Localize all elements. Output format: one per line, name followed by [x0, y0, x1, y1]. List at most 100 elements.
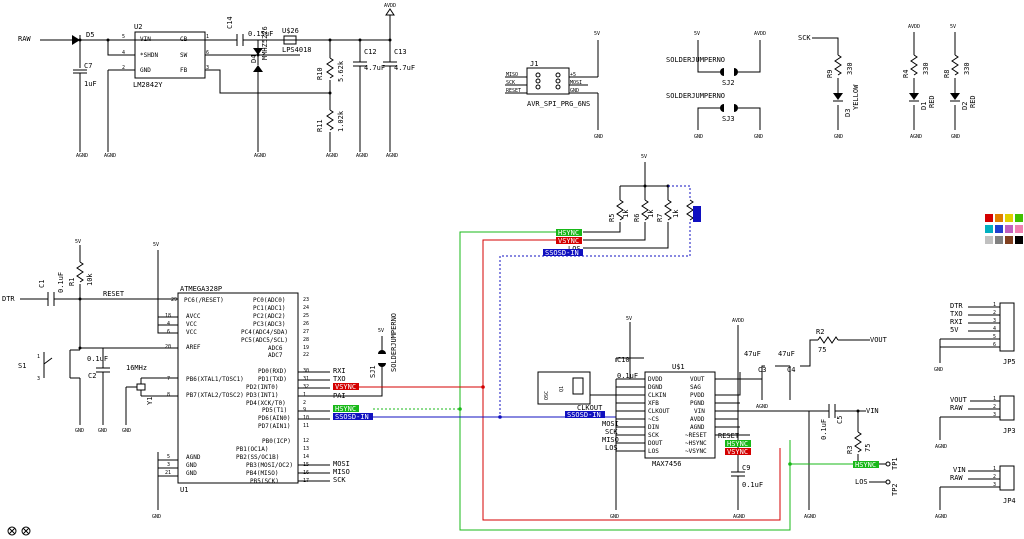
svg-text:C9: C9: [742, 464, 750, 472]
svg-text:2: 2: [993, 404, 996, 410]
svg-text:2: 2: [303, 400, 306, 406]
svg-text:DVDD: DVDD: [648, 376, 663, 383]
svg-text:VIN: VIN: [866, 407, 879, 415]
connector-jp5: [999, 302, 1015, 352]
svg-text:AGND: AGND: [935, 444, 947, 450]
svg-text:SW: SW: [180, 52, 188, 59]
svg-text:75: 75: [818, 346, 826, 354]
svg-text:47uF: 47uF: [744, 350, 761, 358]
svg-text:26: 26: [303, 321, 309, 327]
svg-text:MOSI: MOSI: [602, 420, 619, 428]
svg-text:SSOSD-IN: SSOSD-IN: [335, 413, 369, 421]
color-palette[interactable]: [985, 214, 1023, 244]
svg-text:R3: R3: [846, 446, 854, 454]
svg-text:SJ2: SJ2: [722, 79, 735, 87]
svg-text:6: 6: [206, 50, 209, 56]
svg-text:AGND: AGND: [386, 153, 398, 159]
svg-text:PB3(MOSI/OC2): PB3(MOSI/OC2): [246, 462, 293, 469]
svg-text:PC2(ADC2): PC2(ADC2): [253, 313, 286, 320]
svg-text:SSOSD-IN: SSOSD-IN: [545, 249, 579, 257]
svg-text:PD2(INT0): PD2(INT0): [246, 384, 279, 391]
svg-text:31: 31: [303, 376, 309, 382]
svg-text:TP1: TP1: [891, 457, 899, 470]
svg-text:24: 24: [303, 305, 309, 311]
svg-text:5V: 5V: [641, 154, 647, 160]
j1-header: [526, 67, 570, 95]
svg-text:DGND: DGND: [648, 384, 663, 391]
svg-text:CLKIN: CLKIN: [648, 392, 666, 399]
svg-text:AGND: AGND: [254, 153, 266, 159]
svg-text:JP5: JP5: [1003, 358, 1016, 366]
svg-text:TXO: TXO: [950, 310, 963, 318]
svg-text:4.7uF: 4.7uF: [364, 64, 385, 72]
svg-text:MISO: MISO: [506, 72, 518, 78]
svg-text:C14: C14: [226, 16, 234, 29]
svg-text:28: 28: [303, 337, 309, 343]
svg-text:RESET: RESET: [718, 432, 740, 440]
svg-text:1k: 1k: [622, 209, 630, 218]
origin-markers[interactable]: [7, 526, 31, 536]
svg-text:22: 22: [303, 352, 309, 358]
svg-text:1: 1: [37, 354, 40, 360]
ic-max7456-body: [644, 371, 716, 459]
svg-text:18: 18: [165, 313, 171, 319]
svg-text:PD5(T1): PD5(T1): [262, 407, 287, 414]
svg-text:VSYNC: VSYNC: [727, 448, 748, 456]
svg-text:PD0(RXD): PD0(RXD): [258, 368, 287, 375]
svg-text:4.7uF: 4.7uF: [394, 64, 415, 72]
svg-text:SCK: SCK: [798, 34, 811, 42]
svg-text:1: 1: [303, 392, 306, 398]
svg-text:RED: RED: [928, 95, 936, 108]
svg-text:4: 4: [993, 326, 996, 332]
svg-text:MISO: MISO: [333, 468, 350, 476]
svg-text:R10: R10: [316, 67, 324, 80]
svg-text:GND: GND: [594, 134, 603, 140]
svg-text:SOLDERJUMPERNO: SOLDERJUMPERNO: [666, 56, 725, 64]
svg-text:AGND: AGND: [186, 454, 201, 461]
svg-text:330: 330: [846, 62, 854, 75]
svg-text:OSC: OSC: [544, 391, 550, 400]
svg-text:AVCC: AVCC: [186, 313, 201, 320]
agnd-c7: AGND: [76, 153, 88, 159]
svg-text:AGND: AGND: [104, 153, 116, 159]
svg-text:FB: FB: [180, 67, 188, 74]
svg-text:RESET: RESET: [506, 88, 521, 94]
svg-text:DIN: DIN: [648, 424, 659, 431]
svg-text:D2: D2: [961, 102, 969, 110]
svg-text:VIN: VIN: [953, 466, 966, 474]
svg-text:LOS: LOS: [855, 478, 868, 486]
svg-text:AREF: AREF: [186, 344, 201, 351]
svg-text:GND: GND: [140, 67, 151, 74]
svg-text:YELLOW: YELLOW: [852, 84, 860, 110]
svg-text:U$26: U$26: [282, 27, 299, 35]
svg-text:GND: GND: [122, 428, 131, 434]
svg-text:LPS4018: LPS4018: [282, 46, 312, 54]
svg-text:5.62k: 5.62k: [337, 60, 345, 82]
svg-text:PD6(AIN0): PD6(AIN0): [258, 415, 291, 422]
svg-text:3: 3: [993, 318, 996, 324]
svg-text:R4: R4: [902, 70, 910, 78]
svg-text:1k: 1k: [672, 209, 680, 218]
svg-text:AGND: AGND: [356, 153, 368, 159]
svg-text:RAW: RAW: [950, 474, 963, 482]
svg-text:GND: GND: [754, 134, 763, 140]
svg-text:5V: 5V: [153, 242, 159, 248]
svg-text:0.15uF: 0.15uF: [248, 30, 273, 38]
svg-text:5V: 5V: [594, 31, 600, 37]
svg-text:U$1: U$1: [672, 363, 685, 371]
svg-text:8: 8: [167, 392, 170, 398]
svg-text:5V: 5V: [694, 31, 700, 37]
svg-text:U1: U1: [180, 486, 188, 494]
svg-text:VOUT: VOUT: [690, 376, 705, 383]
svg-text:SCK: SCK: [333, 476, 346, 484]
svg-text:GND: GND: [694, 134, 703, 140]
svg-text:AGND: AGND: [804, 514, 816, 520]
svg-text:PC3(ADC3): PC3(ADC3): [253, 321, 286, 328]
svg-text:JP3: JP3: [1003, 427, 1016, 435]
svg-text:5V: 5V: [75, 239, 81, 245]
svg-text:PB5(SCK): PB5(SCK): [250, 478, 279, 485]
svg-text:10: 10: [303, 415, 309, 421]
svg-text:1: 1: [993, 396, 996, 402]
svg-text:RXI: RXI: [950, 318, 963, 326]
svg-text:PB2(SS/OC1B): PB2(SS/OC1B): [236, 454, 279, 461]
